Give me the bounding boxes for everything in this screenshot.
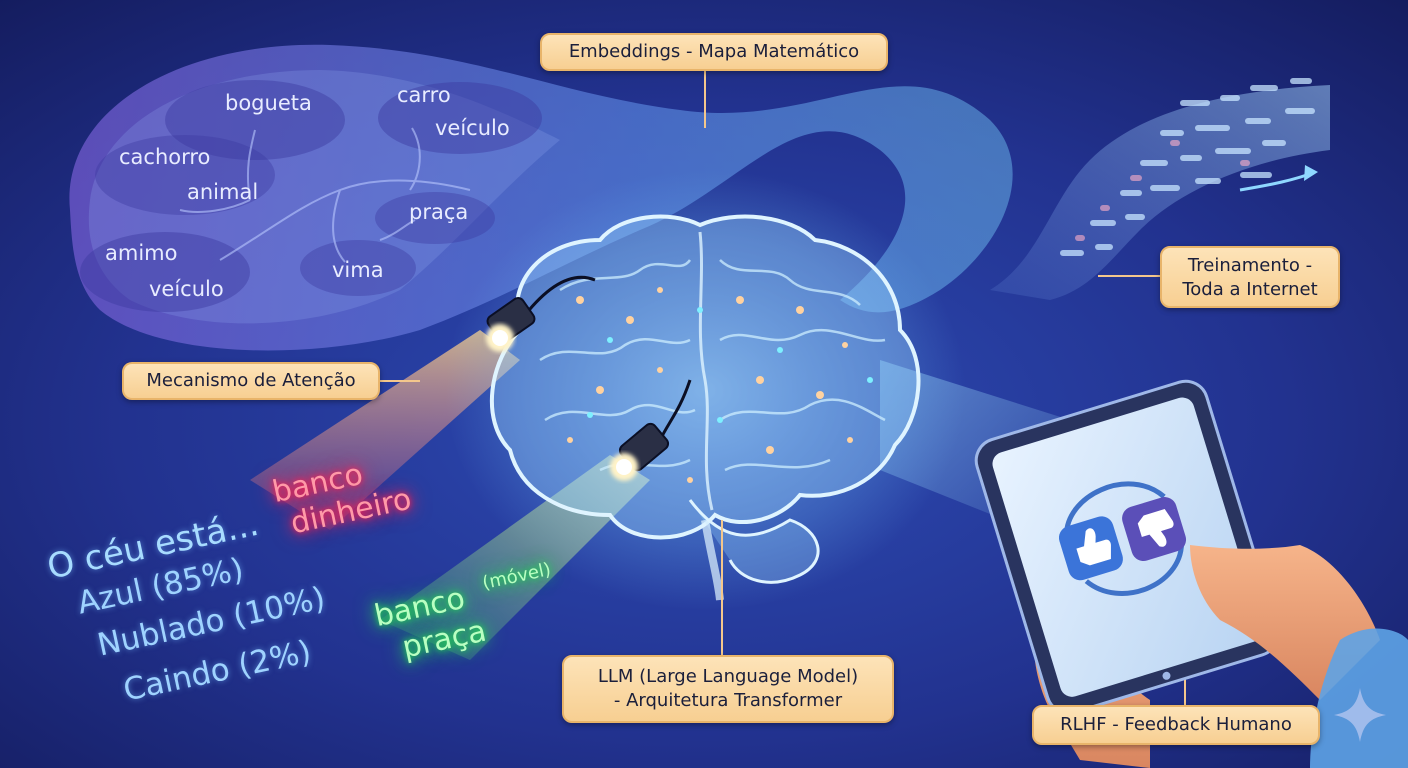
spotlight-icon bbox=[486, 275, 596, 352]
embedding-word: veículo bbox=[435, 116, 510, 140]
brain-icon bbox=[445, 170, 965, 610]
training-label-line2: Toda a Internet bbox=[1182, 279, 1318, 300]
rlhf-label: RLHF - Feedback Humano bbox=[1032, 705, 1320, 745]
spotlight-icon bbox=[610, 379, 692, 481]
embedding-word: carro bbox=[397, 83, 451, 107]
embedding-word: vima bbox=[332, 258, 384, 282]
attention-label-text: Mecanismo de Atenção bbox=[146, 370, 356, 391]
embedding-word: animal bbox=[187, 180, 259, 204]
embedding-cloud bbox=[69, 44, 1013, 351]
llm-label-line2: - Arquitetura Transformer bbox=[613, 690, 843, 711]
tablet-icon bbox=[974, 379, 1408, 768]
attention-label: Mecanismo de Atenção bbox=[122, 362, 380, 400]
embedding-word: veículo bbox=[149, 277, 224, 301]
sparkle-icon bbox=[1334, 688, 1386, 742]
embedding-word: cachorro bbox=[119, 145, 211, 169]
training-label: Treinamento - Toda a Internet bbox=[1160, 246, 1340, 308]
embedding-word: bogueta bbox=[225, 91, 312, 115]
embeddings-label-text: Embeddings - Mapa Matemático bbox=[568, 41, 860, 62]
llm-label: LLM (Large Language Model) - Arquitetura… bbox=[562, 655, 894, 723]
embedding-word: amimo bbox=[105, 241, 178, 265]
llm-label-line1: LLM (Large Language Model) bbox=[597, 666, 859, 687]
data-stream bbox=[990, 78, 1330, 300]
training-label-line1: Treinamento - bbox=[1187, 255, 1313, 276]
embedding-word: praça bbox=[409, 200, 469, 224]
rlhf-label-text: RLHF - Feedback Humano bbox=[1060, 714, 1292, 735]
embeddings-label: Embeddings - Mapa Matemático bbox=[540, 33, 888, 71]
